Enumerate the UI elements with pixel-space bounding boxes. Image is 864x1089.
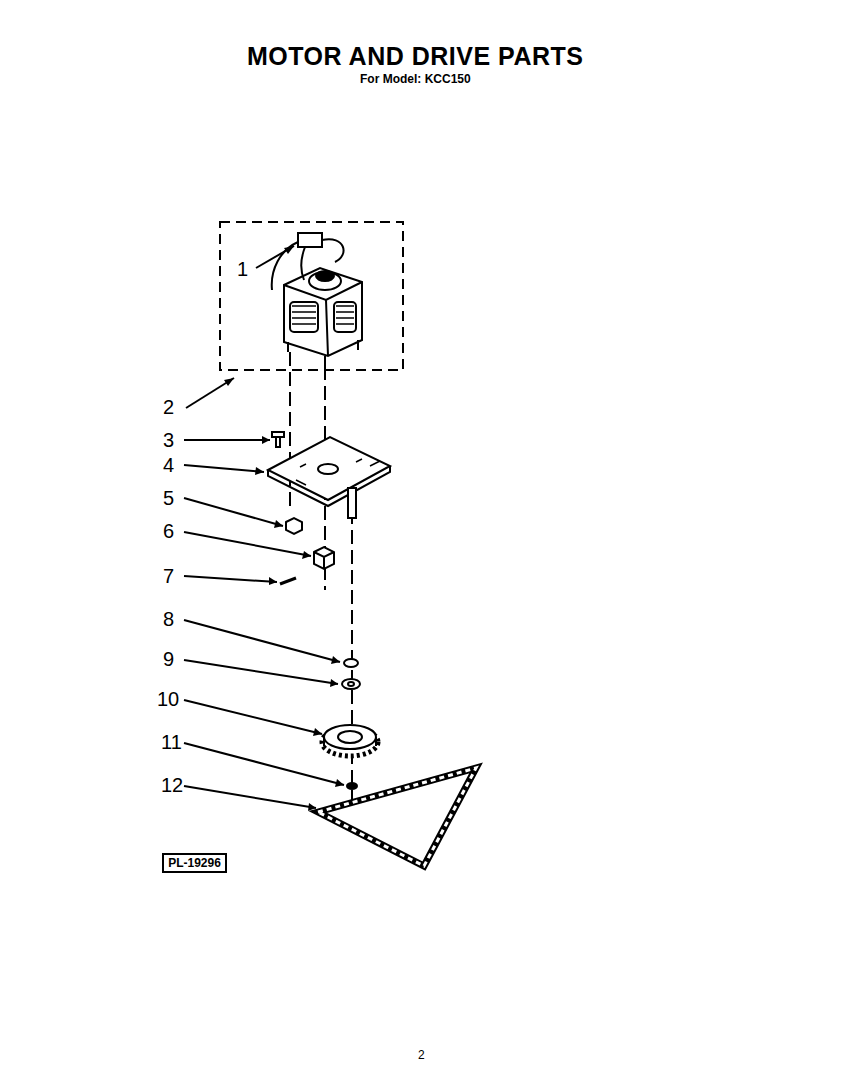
drawing-number-box: PL-19296 [162, 853, 227, 873]
callout-number: 5 [163, 487, 174, 509]
callout-number: 9 [163, 648, 174, 670]
callout-number: 7 [163, 565, 174, 587]
callout-number: 4 [163, 454, 174, 476]
callout-number: 10 [157, 688, 179, 710]
callout-number: 3 [163, 429, 174, 451]
callout-number: 2 [163, 396, 174, 418]
callout-number: 1 [237, 258, 248, 280]
callout-number: 12 [161, 774, 183, 796]
drawing-number: PL-19296 [168, 856, 221, 870]
model-caption: For Model: KCC150 [360, 72, 471, 86]
callout-number: 11 [161, 731, 182, 753]
page-title: MOTOR AND DRIVE PARTS [247, 42, 583, 71]
callout-number: 8 [163, 608, 174, 630]
callout-number: 6 [163, 520, 174, 542]
page-number: 2 [418, 1048, 425, 1062]
